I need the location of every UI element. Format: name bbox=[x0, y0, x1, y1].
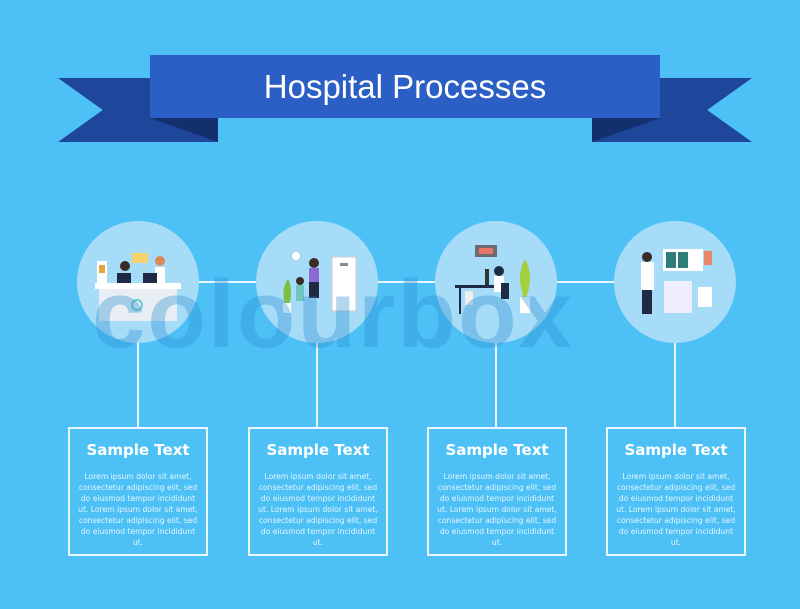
step-heading: Sample Text bbox=[86, 441, 190, 459]
step-body: Lorem ipsum dolor sit amet, consectetur … bbox=[437, 472, 557, 547]
connector-line bbox=[138, 281, 675, 283]
step-body: Lorem ipsum dolor sit amet, consectetur … bbox=[78, 472, 198, 547]
doctor-office-icon bbox=[256, 221, 378, 343]
connector-vertical bbox=[137, 340, 139, 428]
connector-vertical bbox=[674, 340, 676, 428]
page-title: Hospital Processes bbox=[263, 67, 547, 105]
reception-desk-icon bbox=[77, 221, 199, 343]
title-banner: Hospital Processes bbox=[150, 55, 660, 118]
laboratory-icon bbox=[435, 221, 557, 343]
connector-vertical bbox=[316, 340, 318, 428]
connector-vertical bbox=[495, 340, 497, 428]
step-heading: Sample Text bbox=[624, 441, 728, 459]
step-heading: Sample Text bbox=[266, 441, 370, 459]
step-heading: Sample Text bbox=[445, 441, 549, 459]
doctor-xray-icon bbox=[614, 221, 736, 343]
step-body: Lorem ipsum dolor sit amet, consectetur … bbox=[258, 472, 378, 547]
step-body: Lorem ipsum dolor sit amet, consectetur … bbox=[616, 472, 736, 547]
